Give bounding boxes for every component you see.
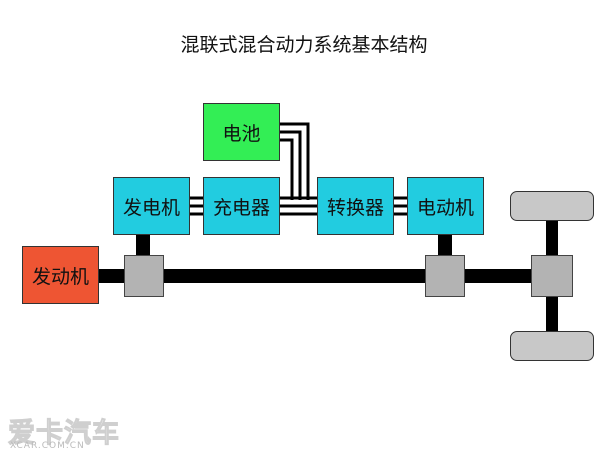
generator-shaft <box>136 235 150 257</box>
motor-box: 电动机 <box>407 177 484 235</box>
battery-label: 电池 <box>222 122 261 145</box>
battery-line-2 <box>280 130 302 200</box>
wheel-top <box>510 191 594 221</box>
axle-lower <box>546 296 558 332</box>
battery-box: 电池 <box>203 103 280 161</box>
differential-block <box>531 255 573 297</box>
engine-label: 发动机 <box>31 265 89 288</box>
engine-box: 发动机 <box>22 246 99 304</box>
converter-label: 转换器 <box>326 196 384 219</box>
motor-shaft <box>438 235 452 257</box>
generator-box: 发电机 <box>113 177 190 235</box>
battery-line-3 <box>280 138 294 200</box>
converter-box: 转换器 <box>317 177 394 235</box>
generator-label: 发电机 <box>122 196 180 219</box>
motor-coupling-block <box>425 255 465 297</box>
power-split-block <box>124 255 164 297</box>
motor-label: 电动机 <box>416 196 474 219</box>
wheel-bottom <box>510 331 594 361</box>
charger-box: 充电器 <box>203 177 280 235</box>
battery-line-1 <box>280 122 310 200</box>
charger-label: 充电器 <box>212 196 270 219</box>
diagram-title: 混联式混合动力系统基本结构 <box>180 34 428 56</box>
axle-upper <box>546 221 558 257</box>
watermark-logo: 爱卡汽车 <box>8 418 120 450</box>
watermark-url: XCAR.COM.CN <box>10 441 85 451</box>
